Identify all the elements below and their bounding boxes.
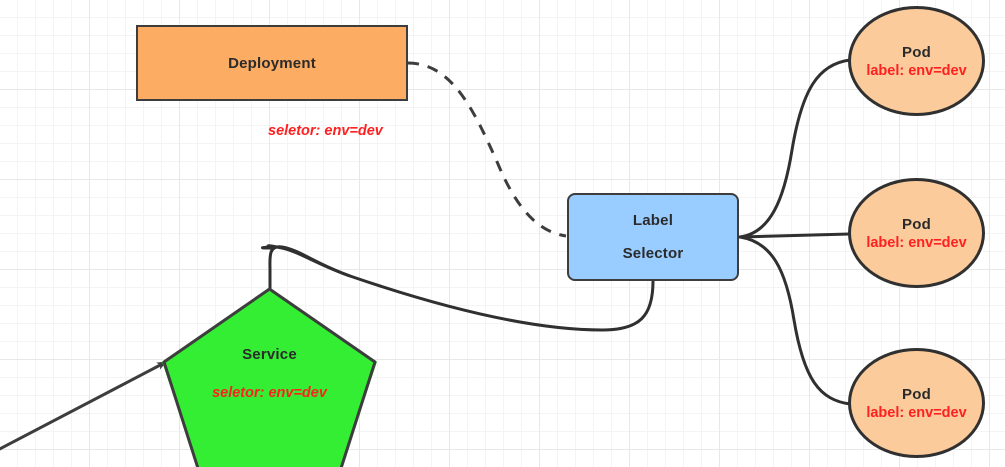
pod-2-label: Pod xyxy=(902,215,931,233)
pod-1-label: Pod xyxy=(902,43,931,61)
service-label: Service xyxy=(242,346,297,363)
service-content: Service seletor: env=dev xyxy=(212,346,327,401)
pod-3-label: Pod xyxy=(902,385,931,403)
pod-3-label-selector: label: env=dev xyxy=(866,404,967,421)
edge-label-selector-to-pod-2 xyxy=(738,232,852,239)
label-selector-line2: Selector xyxy=(622,245,684,262)
edge-label-selector-to-pod-3 xyxy=(738,235,852,406)
pod-2-label-selector: label: env=dev xyxy=(866,234,967,251)
edge-label-selector-to-pod-1 xyxy=(738,58,852,239)
edge-deployment-to-label-selector xyxy=(407,61,567,238)
node-pod-3[interactable]: Pod label: env=dev xyxy=(848,348,985,458)
pod-1-label-selector: label: env=dev xyxy=(866,62,967,79)
edge-external-to-service xyxy=(0,360,167,451)
node-service[interactable]: Service seletor: env=dev xyxy=(162,288,377,467)
label-selector-line1: Label xyxy=(632,212,674,229)
edge-label-selector-to-service-tail xyxy=(268,245,352,292)
deployment-label: Deployment xyxy=(228,54,316,72)
node-label-selector[interactable]: Label Selector xyxy=(567,193,739,281)
service-selector-caption: seletor: env=dev xyxy=(212,385,327,401)
node-pod-2[interactable]: Pod label: env=dev xyxy=(848,178,985,288)
node-deployment[interactable]: Deployment xyxy=(136,25,408,101)
deployment-selector-caption: seletor: env=dev xyxy=(268,123,383,139)
node-pod-1[interactable]: Pod label: env=dev xyxy=(848,6,985,116)
